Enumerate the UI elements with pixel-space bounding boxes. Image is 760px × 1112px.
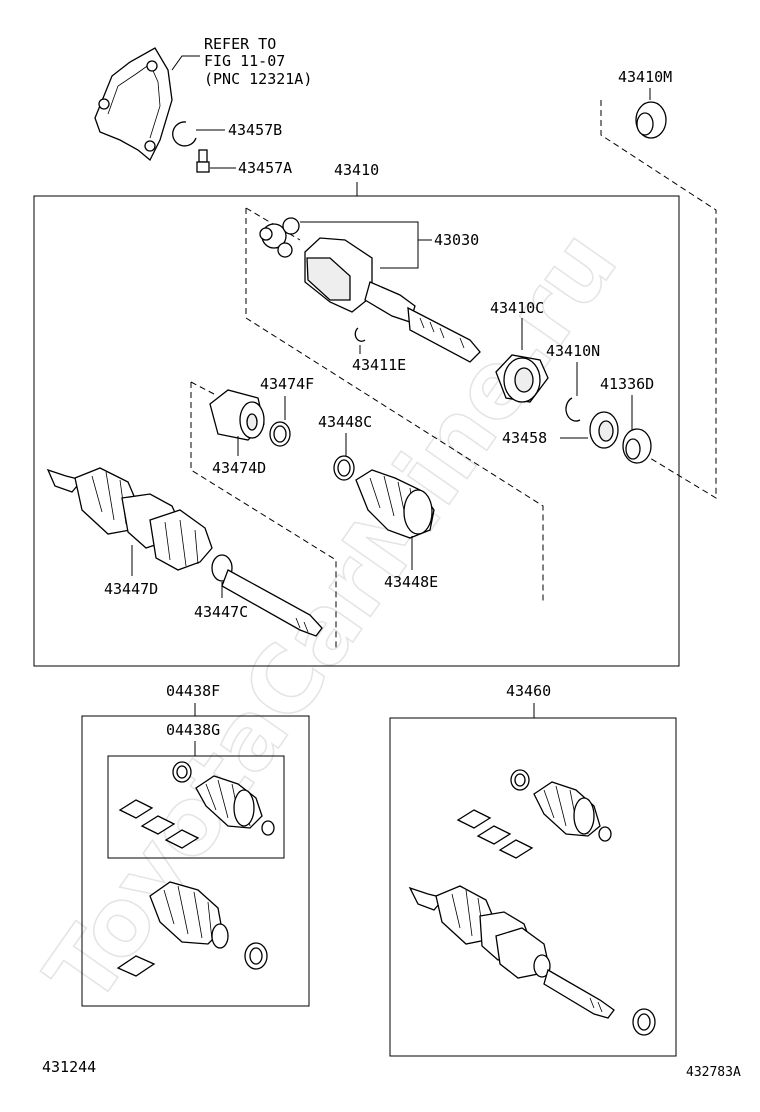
clamp-43474F-drawing: [269, 421, 291, 447]
snap-ring-43411E-drawing: [354, 327, 366, 342]
outboard-joint-shaft-drawing: [46, 467, 323, 637]
label-43458: 43458: [502, 429, 547, 447]
label-43447C: 43447C: [194, 603, 248, 621]
assembly-43410-frame: [33, 195, 680, 667]
label-04438G: 04438G: [166, 721, 220, 739]
label-43474D: 43474D: [212, 459, 266, 477]
label-43448E: 43448E: [384, 573, 438, 591]
oil-seal-41336D-drawing: [622, 428, 652, 464]
snap-ring-43410N-drawing: [565, 397, 581, 422]
label-43457B: 43457B: [228, 121, 282, 139]
boot-kit-04438F-frame: [81, 715, 310, 1007]
boot-kit-04438G-frame: [107, 755, 285, 859]
snap-ring-43457B-drawing: [172, 121, 225, 147]
label-41336D: 41336D: [600, 375, 654, 393]
bolt-43457A-drawing: [196, 149, 236, 173]
label-43030: 43030: [434, 231, 479, 249]
label-04438F: 04438F: [166, 682, 220, 700]
drive-shaft-assembly-43460-frame: [389, 717, 677, 1057]
label-43410N: 43410N: [546, 342, 600, 360]
dust-deflector-43458-drawing: [589, 411, 619, 449]
reference-note-line-1: REFER TO: [204, 35, 276, 53]
transmission-bracket-drawing: [94, 47, 200, 162]
inboard-boot-43448E-drawing: [355, 469, 435, 539]
label-43448C: 43448C: [318, 413, 372, 431]
label-43410: 43410: [334, 161, 379, 179]
label-43447D: 43447D: [104, 580, 158, 598]
label-43474F: 43474F: [260, 375, 314, 393]
boot-kit-04438G-drawing: [118, 761, 275, 849]
clamp-43448C-drawing: [333, 455, 355, 481]
bearing-43410C-drawing: [495, 354, 549, 403]
oil-seal-43410M-drawing: [635, 101, 667, 139]
label-43460: 43460: [506, 682, 551, 700]
dynamic-damper-43474D-drawing: [209, 389, 265, 441]
reference-note-line-2: FIG 11-07: [204, 52, 285, 70]
tripod-joint-drawing: [259, 217, 300, 258]
watermark: ToyotaCarMine.ru: [25, 212, 637, 1023]
footer-left-code: 431244: [42, 1058, 96, 1076]
label-43457A: 43457A: [238, 159, 292, 177]
drive-shaft-assembly-43460-drawing: [408, 769, 656, 1036]
inboard-joint-housing-drawing: [304, 237, 481, 363]
footer-right-code: 432783A: [686, 1065, 741, 1080]
label-43410M: 43410M: [618, 68, 672, 86]
label-43411E: 43411E: [352, 356, 406, 374]
reference-note-line-3: (PNC 12321A): [204, 70, 312, 88]
label-43410C: 43410C: [490, 299, 544, 317]
boot-kit-04438F-drawing: [116, 881, 268, 977]
